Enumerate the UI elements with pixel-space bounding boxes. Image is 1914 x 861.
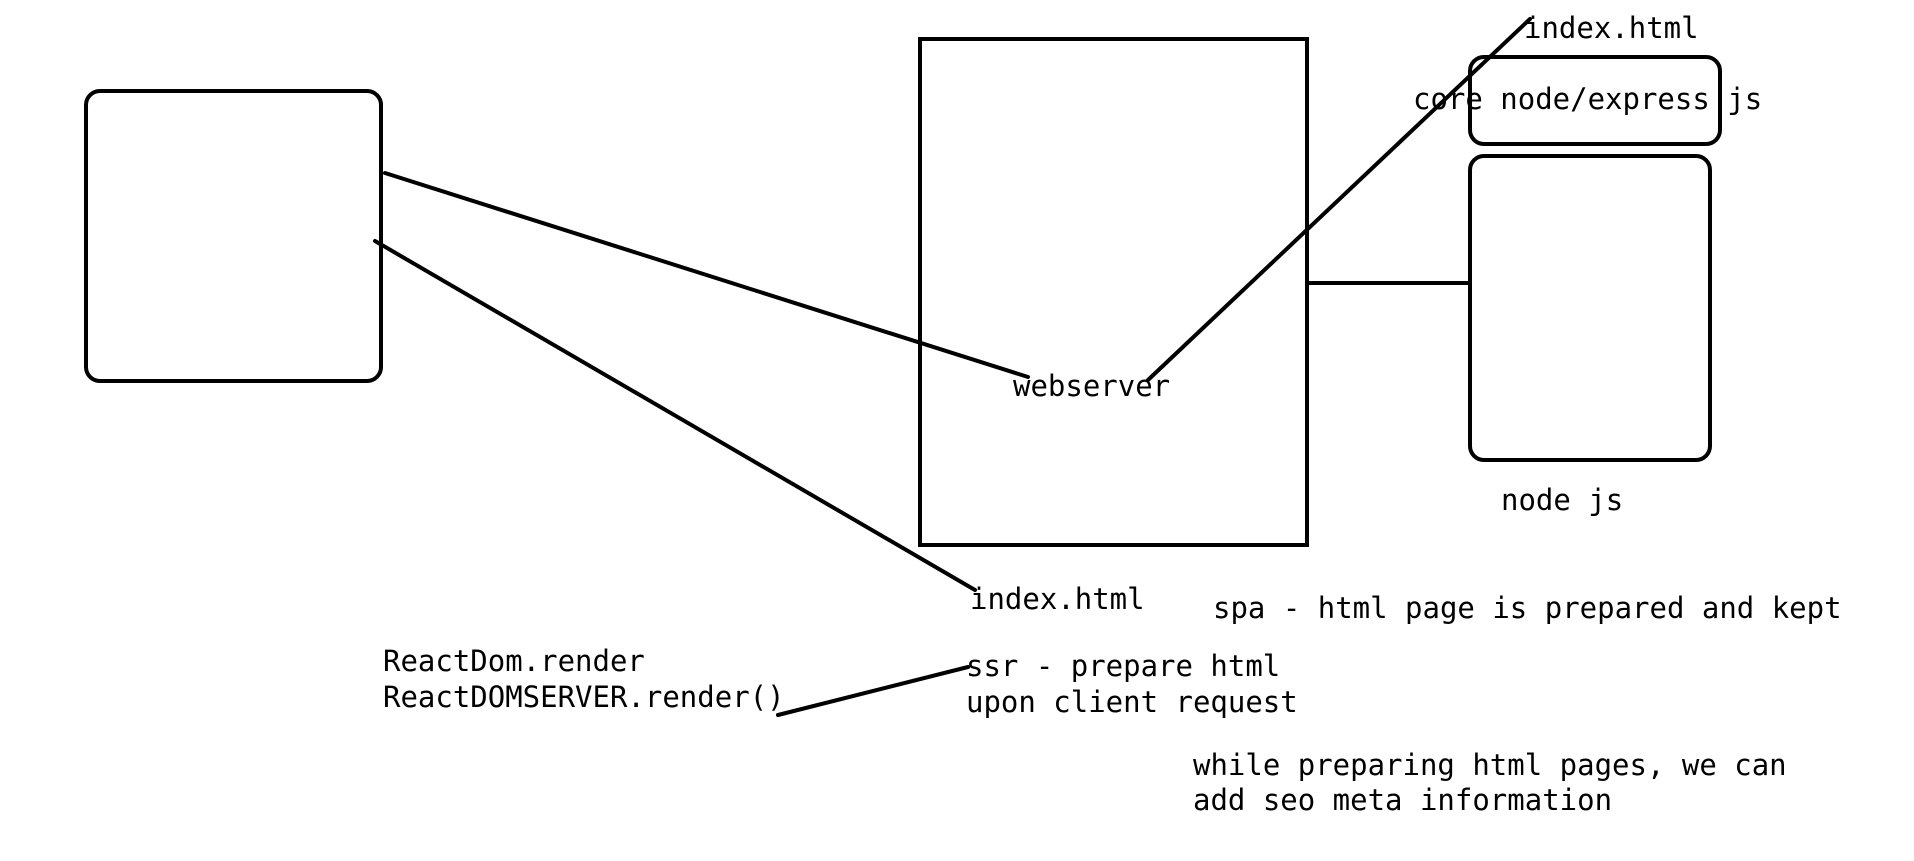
ssr-line1-label: ssr - prepare html [966, 649, 1280, 683]
client-to-index-html-line [373, 239, 977, 592]
node-js-label: node js [1501, 483, 1623, 517]
client-box [84, 89, 383, 383]
webserver-to-index-html-line [1146, 17, 1532, 382]
index-html-top-label: index.html [1524, 11, 1699, 45]
index-html-bottom-label: index.html [970, 582, 1145, 616]
react-to-ssr-line [776, 665, 970, 717]
react-dom-render-label: ReactDom.render [383, 644, 645, 678]
webserver-label: webserver [1013, 369, 1170, 403]
spa-note-label: spa - html page is prepared and kept [1213, 591, 1842, 625]
webserver-box [918, 37, 1309, 547]
client-to-webserver-line [383, 171, 1030, 379]
react-domserver-render-label: ReactDOMSERVER.render() [383, 680, 785, 714]
core-node-express-label: core node/express js [1413, 82, 1762, 116]
seo-line2-label: add seo meta information [1193, 783, 1612, 817]
ssr-line2-label: upon client request [966, 685, 1298, 719]
node-js-box [1468, 154, 1712, 462]
core-node-express-box [1468, 55, 1722, 146]
seo-line1-label: while preparing html pages, we can [1193, 748, 1787, 782]
